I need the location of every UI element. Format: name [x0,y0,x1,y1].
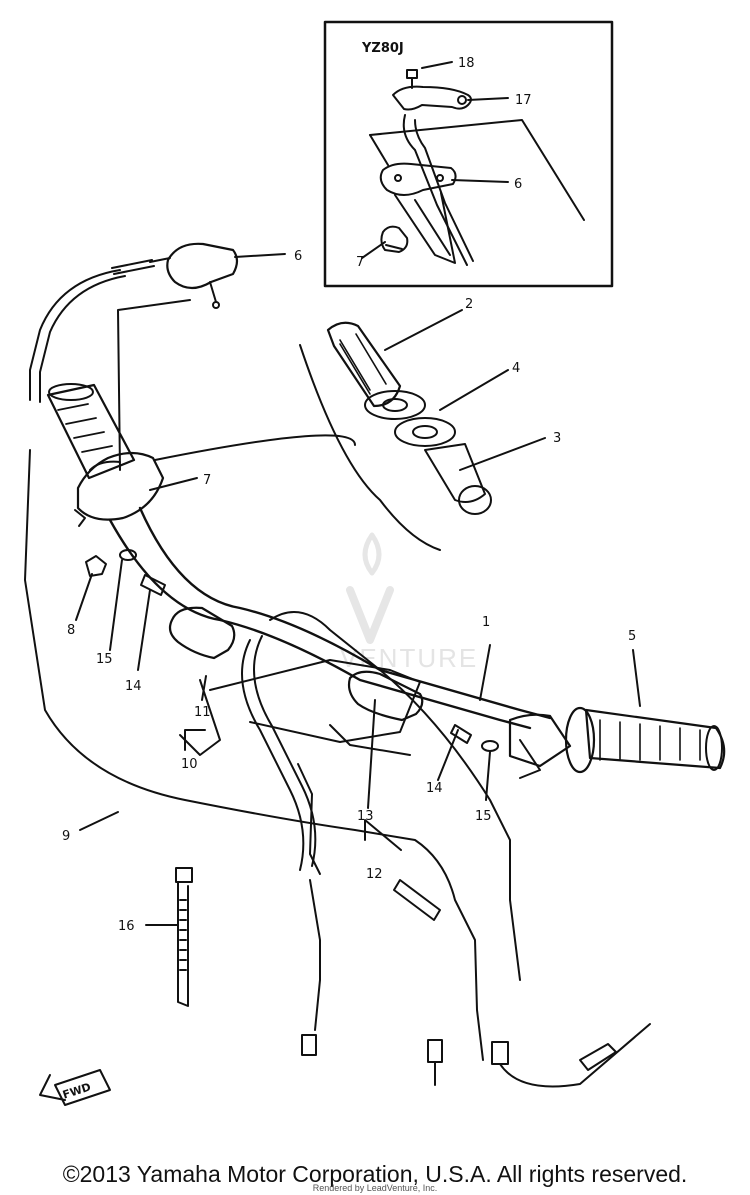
callout-1: 1 [482,615,490,630]
callout-15-right: 15 [475,809,492,824]
callout-11: 11 [194,705,211,720]
callout-6-inset: 6 [514,177,522,192]
callout-17: 17 [515,93,532,108]
cable-strap-16 [145,867,193,1007]
callout-16: 16 [118,919,135,934]
callout-15-left: 15 [96,652,113,667]
callout-13: 13 [357,809,374,824]
callout-5: 5 [628,629,636,644]
callout-7-inset: 7 [356,255,364,270]
screw-8 [85,555,107,577]
callout-9: 9 [62,829,70,844]
bar-pad-right [347,670,424,722]
callout-3: 3 [553,431,561,446]
fwd-arrow-badge: FWD [39,1069,111,1106]
callout-4: 4 [512,361,520,376]
inset-yz80j: YZ80J [323,20,614,288]
copyright-footer: ©2013 Yamaha Motor Corporation, U.S.A. A… [62,1161,688,1187]
grip-exploded-view [154,309,546,551]
left-grip [46,383,136,480]
bar-pad-left [168,606,236,660]
right-grip-5 [508,649,726,779]
callout-18: 18 [458,56,475,71]
callout-12: 12 [366,867,383,882]
render-credit: Rendered by LeadVenture, Inc. [312,1183,438,1193]
inset-title: YZ80J [361,41,404,56]
callout-7: 7 [203,473,211,488]
callout-10: 10 [181,757,198,772]
leadventure-watermark: VENTURE [340,532,478,673]
callout-8: 8 [67,623,75,638]
throttle-cable [29,269,121,401]
throttle-housing-6 [149,242,286,309]
throttle-assembly-7 [74,299,198,527]
callout-labels: 18 17 6 7 6 2 4 3 7 8 15 14 1 5 11 10 14… [62,56,636,934]
callout-14-right: 14 [426,781,443,796]
callout-14-left: 14 [125,679,142,694]
callout-2: 2 [465,297,473,312]
watermark-text: VENTURE [340,643,478,673]
callout-6: 6 [294,249,302,264]
